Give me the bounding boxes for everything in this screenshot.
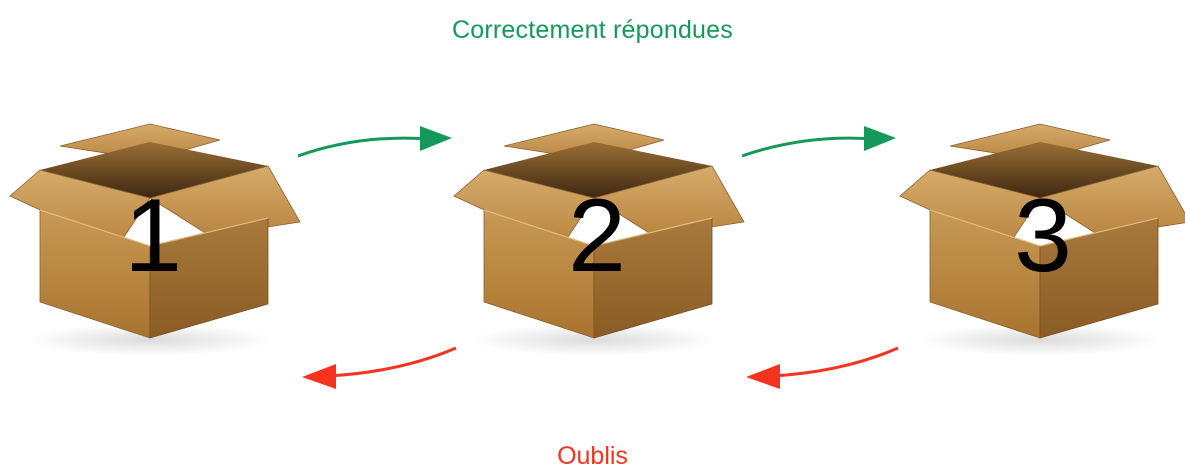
arrow-left-icon <box>746 346 899 389</box>
correct-answers-label: Correctement répondues <box>452 16 733 44</box>
box-1: 1 <box>0 118 306 358</box>
box-3: 3 <box>890 118 1185 358</box>
arrow-right-icon <box>741 126 896 158</box>
box-number: 2 <box>568 178 626 294</box>
forgotten-label: Oublis <box>557 442 628 470</box>
box-number: 1 <box>124 178 182 294</box>
box-2: 2 <box>444 118 750 358</box>
arrow-right-icon <box>297 126 452 158</box>
box-number: 3 <box>1014 178 1072 294</box>
arrow-left-icon <box>302 346 457 389</box>
